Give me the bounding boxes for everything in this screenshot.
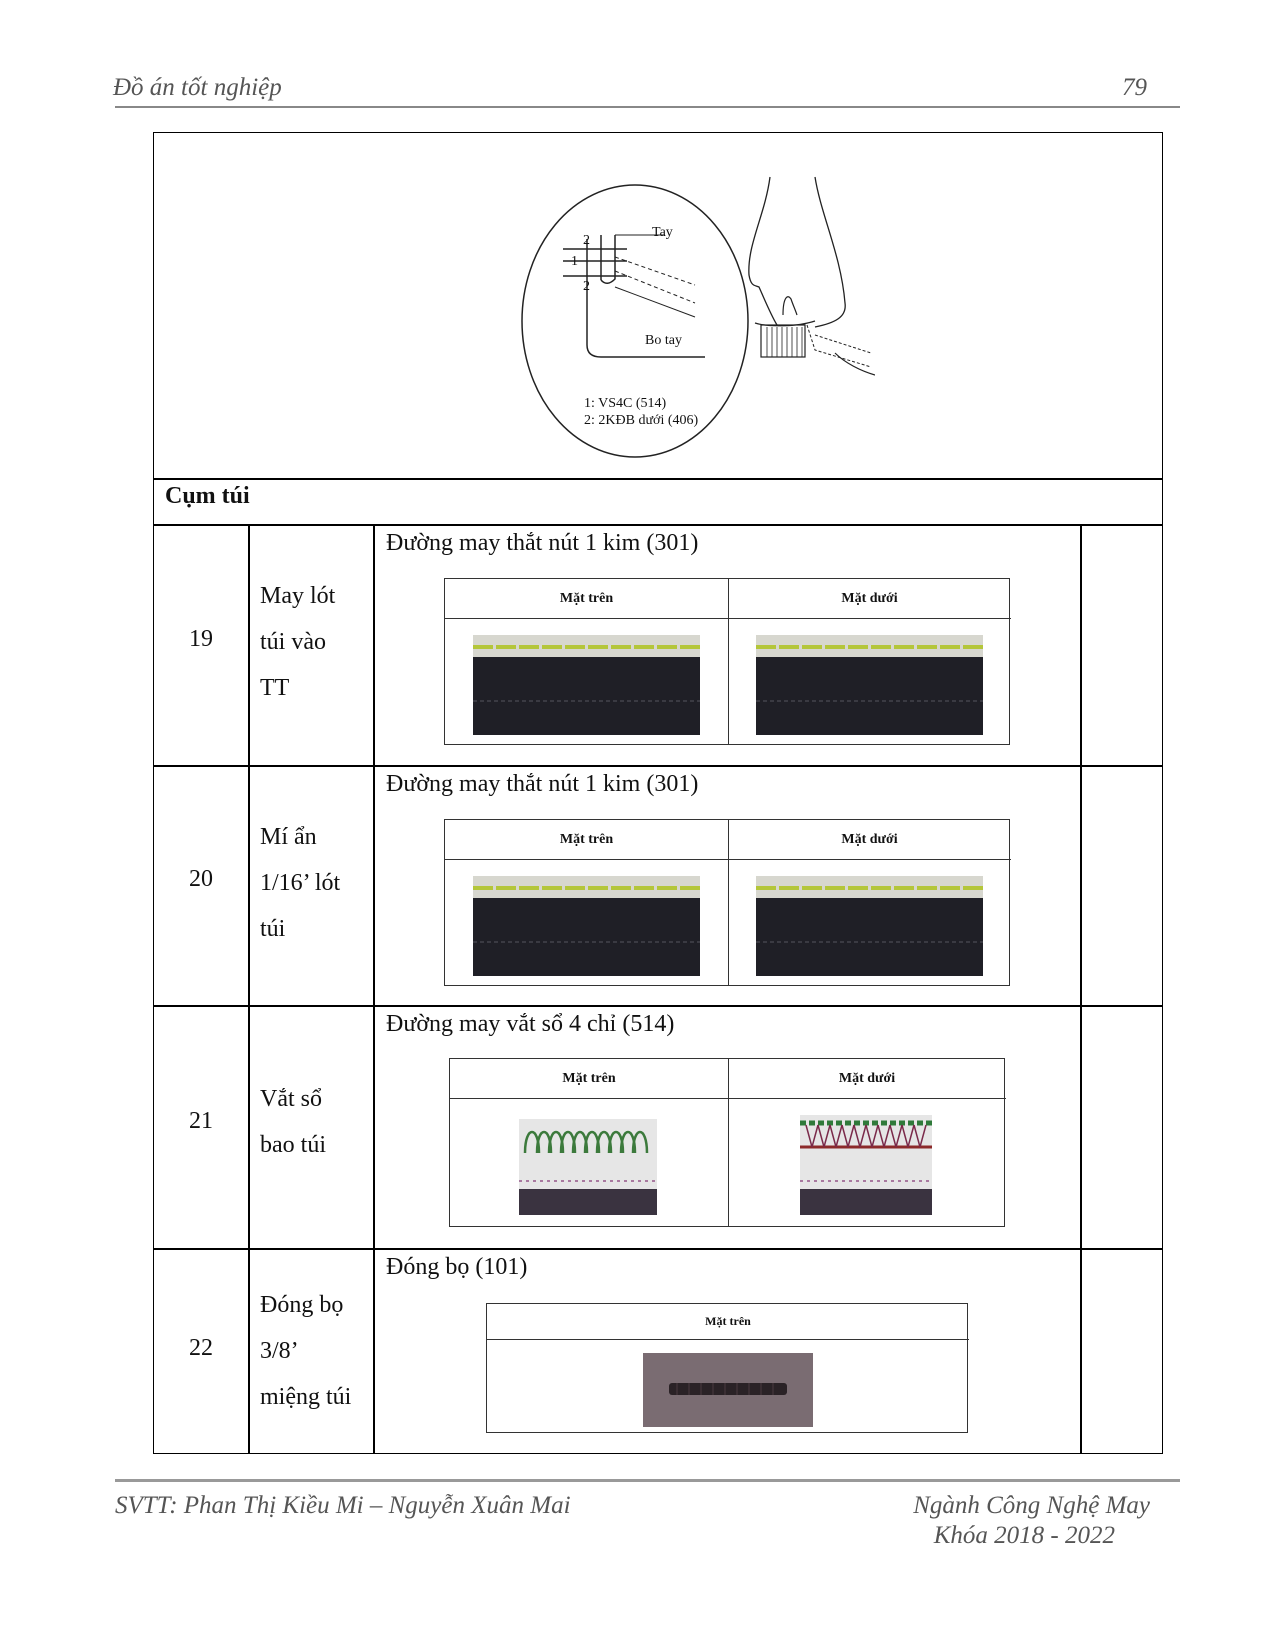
table-divider <box>153 1248 1163 1250</box>
step-number: 19 <box>189 626 213 652</box>
diagram-mark: 2 <box>583 279 590 294</box>
footer-students: SVTT: Phan Thị Kiều Mi – Nguyễn Xuân Mai <box>115 1492 571 1519</box>
diagram-legend: 1: VS4C (514) <box>584 396 667 411</box>
table-column-divider <box>1080 524 1082 1454</box>
stitch-sample-table: Mặt trên Mặt dưới <box>444 578 1011 745</box>
step-number: 20 <box>189 866 213 892</box>
table-column-divider <box>373 524 375 1454</box>
stitch-sample-table: Mặt trên Mặt dưới <box>449 1058 1006 1227</box>
table-divider <box>153 765 1163 767</box>
column-bottom-side: Mặt dưới <box>728 820 1011 860</box>
header-title: Đồ án tốt nghiệp <box>113 74 282 101</box>
table-divider <box>153 524 1163 526</box>
column-bottom-side: Mặt dưới <box>728 1059 1006 1099</box>
column-top-side: Mặt trên <box>445 579 728 619</box>
step-number: 22 <box>189 1335 213 1361</box>
stitch-type: Đường may vắt sổ 4 chỉ (514) <box>386 1011 675 1037</box>
header-rule <box>115 106 1180 108</box>
footer-major: Ngành Công Nghệ May <box>913 1492 1150 1519</box>
section-title: Cụm túi <box>165 483 250 509</box>
stitch-photo-top <box>473 635 700 735</box>
footer-course: Khóa 2018 - 2022 <box>933 1522 1115 1549</box>
stitch-sample-table: Mặt trên <box>486 1303 969 1433</box>
stitch-type: Đóng bọ (101) <box>386 1254 528 1280</box>
step-number: 21 <box>189 1108 213 1134</box>
column-top-side: Mặt trên <box>445 820 728 860</box>
stitch-photo-top <box>473 876 700 976</box>
diagram-zoom-ellipse <box>521 184 749 458</box>
stitch-type: Đường may thắt nút 1 kim (301) <box>386 530 699 556</box>
column-top-side: Mặt trên <box>450 1059 728 1099</box>
diagram-mark: 2 <box>583 233 590 248</box>
diagram-label-cuff: Bo tay <box>645 333 682 348</box>
content-table <box>153 132 1163 1454</box>
diagram-label-sleeve: Tay <box>652 225 673 240</box>
step-name: May lót túi vào TT <box>260 583 336 701</box>
page-number: 79 <box>1122 74 1147 101</box>
diagram-mark: 1 <box>571 254 578 269</box>
step-name: Mí ẩn 1/16’ lót túi <box>260 824 341 942</box>
cuff-seam-diagram <box>521 176 875 458</box>
stitch-photo-top <box>519 1119 657 1215</box>
stitch-photo-bottom <box>756 876 983 976</box>
stitch-photo-top <box>643 1353 813 1427</box>
column-bottom-side: Mặt dưới <box>728 579 1011 619</box>
table-column-divider <box>248 524 250 1454</box>
footer-rule <box>115 1479 1180 1482</box>
stitch-sample-table: Mặt trên Mặt dưới <box>444 819 1011 986</box>
table-divider <box>153 478 1163 480</box>
diagram-legend: 2: 2KĐB dưới (406) <box>584 413 699 428</box>
stitch-type: Đường may thắt nút 1 kim (301) <box>386 771 699 797</box>
stitch-photo-bottom <box>756 635 983 735</box>
stitch-photo-bottom <box>800 1115 932 1215</box>
table-divider <box>153 1005 1163 1007</box>
column-top-side: Mặt trên <box>487 1304 969 1340</box>
step-name: Vắt sổ bao túi <box>260 1086 326 1158</box>
step-name: Đóng bọ 3/8’ miệng túi <box>260 1292 352 1410</box>
